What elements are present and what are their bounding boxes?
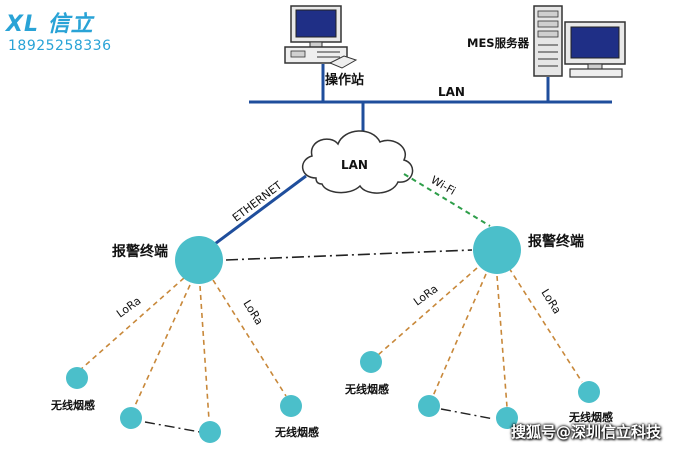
operator-station-label: 操作站	[325, 72, 364, 88]
smoke-sensor-label: 无线烟感	[274, 425, 319, 439]
wifi-label: Wi-Fi	[429, 173, 458, 197]
alarm-terminal-left	[175, 236, 223, 284]
lora-link	[496, 275, 508, 408]
smoke-sensor	[360, 351, 382, 373]
lan-bus-label: LAN	[438, 85, 465, 99]
lora-link	[432, 273, 487, 397]
ethernet-label: ETHERNET	[230, 179, 285, 225]
sensor-peer-link	[144, 421, 201, 433]
wifi-link	[403, 173, 491, 227]
lora-link	[377, 267, 478, 356]
mes-server-icon	[533, 5, 626, 78]
lora-link	[132, 284, 191, 411]
alarm-terminal-right-label: 报警终端	[528, 233, 584, 250]
smoke-sensor	[418, 395, 440, 417]
brand-phone: 18925258336	[8, 38, 112, 54]
smoke-sensor	[66, 367, 88, 389]
mes-server-label: MES服务器	[467, 36, 530, 50]
lora-link	[199, 285, 210, 421]
lora-label: LoRa	[538, 287, 563, 317]
lora-label: LoRa	[240, 298, 265, 328]
lan-cloud-label: LAN	[341, 158, 368, 172]
smoke-sensor-label: 无线烟感	[50, 398, 95, 412]
lora-link	[79, 277, 185, 371]
smoke-sensor-label: 无线烟感	[344, 382, 389, 396]
operator-station-icon	[284, 5, 358, 69]
smoke-sensor	[496, 407, 518, 429]
sensor-peer-link	[440, 408, 495, 420]
terminal-peer-link	[225, 249, 473, 261]
lan-cloud-icon	[302, 130, 414, 194]
smoke-sensor	[199, 421, 221, 443]
lora-label: LoRa	[114, 294, 143, 320]
smoke-sensor	[120, 407, 142, 429]
brand-logo: XL 信立	[6, 12, 94, 37]
smoke-sensor	[280, 395, 302, 417]
smoke-sensor-label: 无线烟感	[568, 410, 613, 424]
alarm-terminal-right	[473, 226, 521, 274]
alarm-terminal-left-label: 报警终端	[112, 243, 168, 260]
watermark: 搜狐号@深圳信立科技	[510, 423, 661, 441]
lora-link	[212, 279, 287, 397]
smoke-sensor	[578, 381, 600, 403]
lora-link	[508, 267, 583, 383]
